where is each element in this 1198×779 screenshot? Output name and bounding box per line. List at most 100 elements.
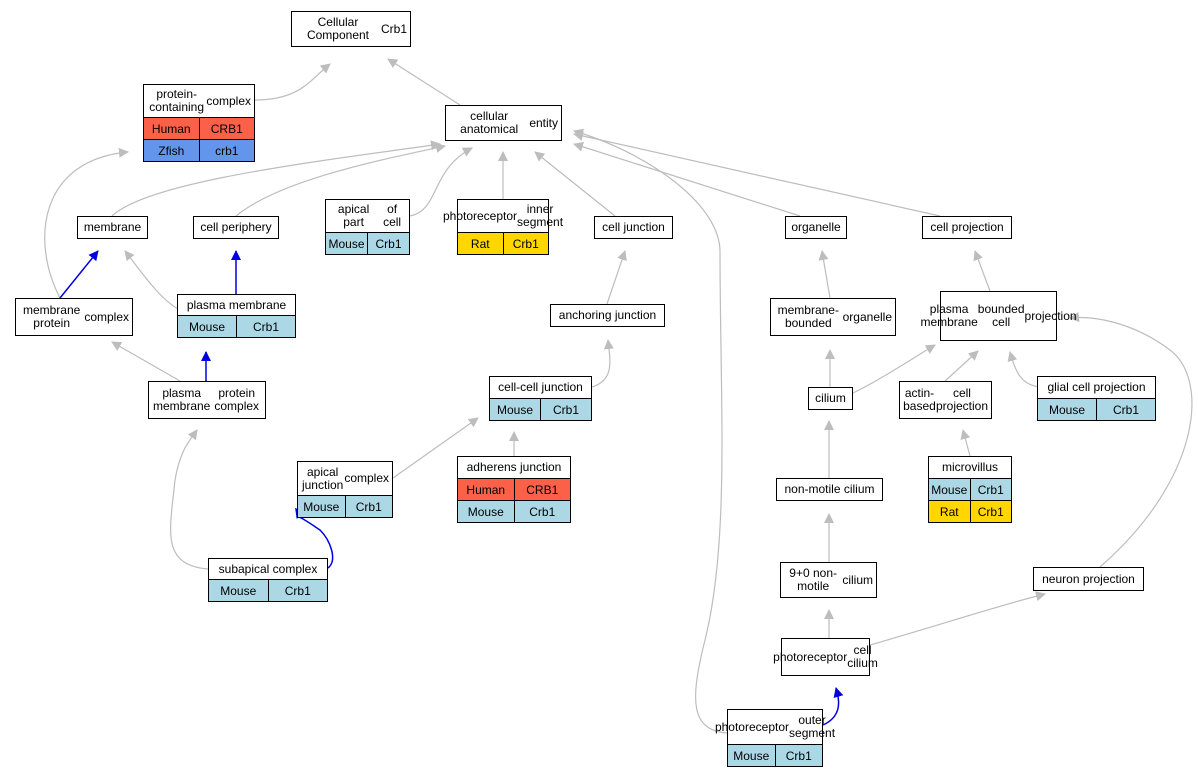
gene-cell: Crb1 — [969, 479, 1012, 500]
species-cell: Zfish — [158, 143, 185, 158]
edge-cell-projection-to-cellular-anatomical-entity — [573, 131, 941, 217]
species-cell: Human — [151, 121, 191, 136]
node-cell-projection[interactable]: cell projection — [922, 216, 1012, 239]
gene-cell: Crb1 — [774, 745, 823, 766]
node-label-line: protein-containing — [149, 87, 205, 114]
node-label-line: membrane protein — [22, 303, 81, 330]
node-label-line: photoreceptor — [442, 208, 518, 223]
gene-cell: Crb1 — [502, 233, 549, 254]
gene-cell: Crb1 — [236, 316, 295, 337]
edge-apical-part-of-cell-to-cellular-anatomical-entity — [409, 147, 473, 217]
node-label-line: 9+0 non-motile — [789, 566, 838, 593]
edge-membrane-bounded-organelle-to-organelle — [818, 250, 831, 299]
edge-membrane-protein-complex-to-membrane — [59, 250, 99, 299]
node-label-line: microvillus — [941, 460, 998, 474]
node-label-line: outer segment — [789, 713, 836, 740]
species-row: Human CRB1 — [458, 478, 570, 500]
node-label-line: neuron projection — [1042, 571, 1135, 586]
node-label-line: cell projection — [935, 386, 988, 413]
node-label: cell projection — [923, 217, 1011, 238]
node-cilium[interactable]: cilium — [808, 387, 853, 410]
node-label-line: cell projection — [930, 220, 1004, 234]
gene-cell: Crb1 — [513, 501, 571, 522]
gene-cell: Crb1 — [969, 501, 1012, 522]
node-label-line: apical junction — [301, 464, 344, 492]
node-nine-zero-non-motile-cilium[interactable]: 9+0 non-motile cilium — [780, 562, 877, 598]
node-cell-junction[interactable]: cell junction — [594, 216, 673, 239]
node-label: cell-cell junction — [490, 377, 591, 398]
species-cell: Mouse — [328, 236, 365, 251]
gene-cell: Crb1 — [540, 399, 591, 420]
species-cell: Mouse — [188, 319, 226, 334]
species-cell: Rat — [470, 236, 490, 251]
node-label-line: complex — [84, 309, 129, 324]
node-label-line: cell-cell junction — [498, 380, 583, 394]
node-label-line: glial cell projection — [1047, 380, 1146, 394]
node-label-line: cilium — [815, 391, 846, 405]
node-neuron-projection[interactable]: neuron projection — [1033, 567, 1144, 591]
node-label-line: cilium — [842, 572, 873, 587]
edge-apical-junction-complex-to-cell-cell-junction — [392, 417, 479, 479]
species-row: Mouse Crb1 — [209, 579, 327, 601]
node-cell-periphery[interactable]: cell periphery — [193, 216, 279, 239]
node-label-line: anchoring junction — [558, 308, 657, 322]
species-cell: Mouse — [931, 482, 968, 497]
gene-cell: CRB1 — [513, 479, 571, 500]
edge-plasma-membrane-to-membrane — [124, 250, 181, 311]
gene-cell: Crb1 — [267, 580, 328, 601]
edge-plasma-membrane-bounded-cell-projection-to-cell-projection — [973, 250, 991, 292]
node-label: microvillus — [929, 457, 1011, 478]
species-row: Mouse Crb1 — [728, 744, 822, 766]
edge-plasma-membrane-protein-complex-to-membrane-protein-complex — [111, 341, 181, 382]
gene-cell: Crb1 — [344, 496, 393, 517]
node-label-line: photoreceptor — [714, 719, 790, 734]
edge-cell-periphery-to-cellular-anatomical-entity — [235, 143, 446, 217]
species-cell: Mouse — [733, 748, 770, 763]
node-membrane[interactable]: membrane — [77, 216, 148, 239]
node-label-line: membrane-bounded — [777, 303, 839, 330]
species-cell: Human — [466, 482, 506, 497]
node-anchoring-junction[interactable]: anchoring junction — [550, 304, 665, 327]
node-label-line: Crb1 — [380, 21, 407, 36]
node-label: neuron projection — [1034, 568, 1143, 590]
edge-membrane-protein-complex-to-protein-containing-complex — [44, 147, 129, 299]
node-label-line: adherens junction — [466, 460, 562, 474]
species-row: Mouse Crb1 — [178, 315, 295, 337]
node-label-line: plasma membrane — [153, 386, 211, 413]
species-cell: Mouse — [1048, 402, 1086, 417]
species-cell: Mouse — [220, 583, 257, 598]
edge-neuron-projection-to-plasma-membrane-bounded-cell-projection — [1069, 312, 1193, 568]
node-organelle[interactable]: organelle — [785, 216, 847, 239]
node-label: cell junction — [595, 217, 672, 238]
node-non-motile-cilium[interactable]: non-motile cilium — [776, 478, 883, 501]
